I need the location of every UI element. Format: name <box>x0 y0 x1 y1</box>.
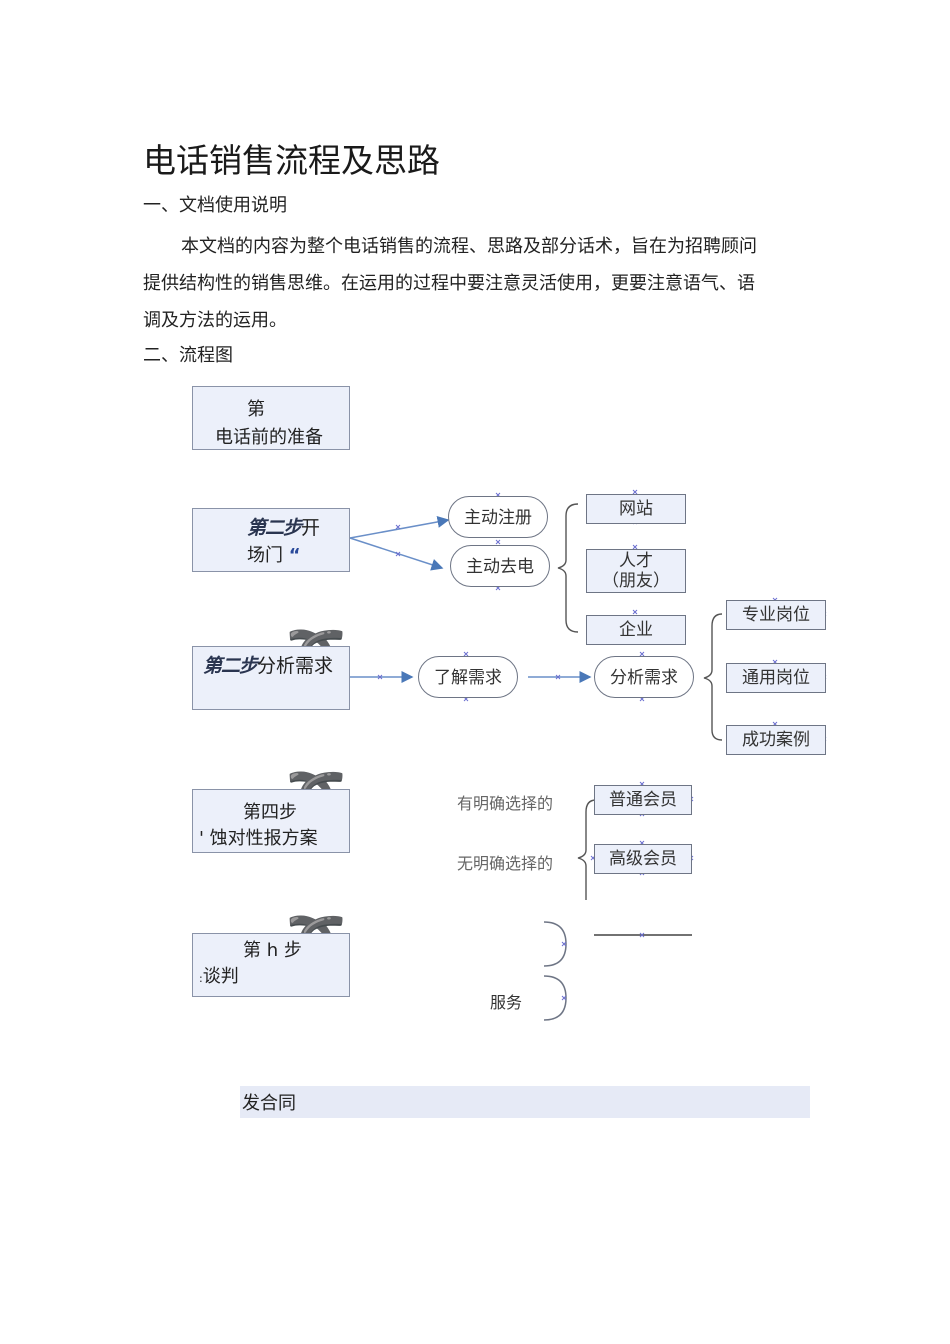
step2-line1: 第二步开 <box>247 513 320 540</box>
step2-rest: 开 <box>301 517 321 539</box>
source-website: 网站 <box>586 494 686 524</box>
branch-proactive-register: 主动注册 <box>448 496 548 538</box>
step5-box: 第 h 步 :谈判 <box>192 933 350 997</box>
choice-clear-label: 有明确选择的 <box>457 794 554 813</box>
need-analyze: 分析需求 <box>594 656 694 698</box>
need-understand: 了解需求 <box>418 656 518 698</box>
position-general: 通用岗位 <box>726 663 826 693</box>
step3-box: 第二步分析需求 <box>192 646 350 710</box>
page-title: 电话销售流程及思路 <box>143 141 440 180</box>
step4-line2: ' 蚀对性报方案 <box>199 828 318 849</box>
step5-line2: :谈判 <box>199 962 239 988</box>
step1-line1: 第 <box>247 399 265 420</box>
membership-regular: 普通会员 <box>594 785 692 815</box>
intro-line-1: 本文档的内容为整个电话销售的流程、思路及部分话术，旨在为招聘顾问 <box>181 236 757 257</box>
intro-line-3: 调及方法的运用。 <box>143 310 287 331</box>
step5-colon: : <box>199 972 203 985</box>
position-success-case: 成功案例 <box>726 725 826 755</box>
step5-negotiation: 谈判 <box>202 966 239 987</box>
step4-box: 第四步 ' 蚀对性报方案 <box>192 789 350 853</box>
intro-paragraph: 本文档的内容为整个电话销售的流程、思路及部分话术，旨在为招聘顾问 提供结构性的销… <box>143 228 803 339</box>
step3-line1: 第二步分析需求 <box>203 651 333 678</box>
source-talent: 人才 （朋友） <box>586 549 686 593</box>
source-talent-line1: 人才 <box>619 551 653 571</box>
intro-line-2: 提供结构性的销售思维。在运用的过程中要注意灵活使用，更要注意语气、语 <box>143 273 755 294</box>
branch-proactive-call: 主动去电 <box>450 545 550 587</box>
step4-line1: 第四步 <box>243 802 297 823</box>
step2-box: 第二步开 场门 “ <box>192 508 350 572</box>
step1-box: 第 电话前的准备 <box>192 386 350 450</box>
contract-label: 发合同 <box>242 1093 296 1114</box>
step3-italic: 第二步 <box>203 655 258 677</box>
step2-italic: 第二步 <box>247 517 302 539</box>
step3-rest: 分析需求 <box>257 655 334 677</box>
step1-line2: 电话前的准备 <box>215 427 323 448</box>
section-heading-usage: 一、文档使用说明 <box>143 195 287 216</box>
source-enterprise: 企业 <box>586 615 686 645</box>
section-heading-flowchart: 二、流程图 <box>143 345 233 366</box>
step5-line1: 第 h 步 <box>243 940 302 961</box>
contract-band: 发合同 <box>240 1086 810 1118</box>
choice-unclear-label: 无明确选择的 <box>457 854 554 873</box>
service-label: 服务 <box>490 993 523 1012</box>
step2-quote: “ <box>288 545 301 566</box>
step2-line2: 场门 “ <box>247 541 301 567</box>
membership-premium: 高级会员 <box>594 844 692 874</box>
step2-line2a: 场门 <box>247 545 283 566</box>
position-professional: 专业岗位 <box>726 600 826 630</box>
source-talent-line2: （朋友） <box>602 571 670 591</box>
